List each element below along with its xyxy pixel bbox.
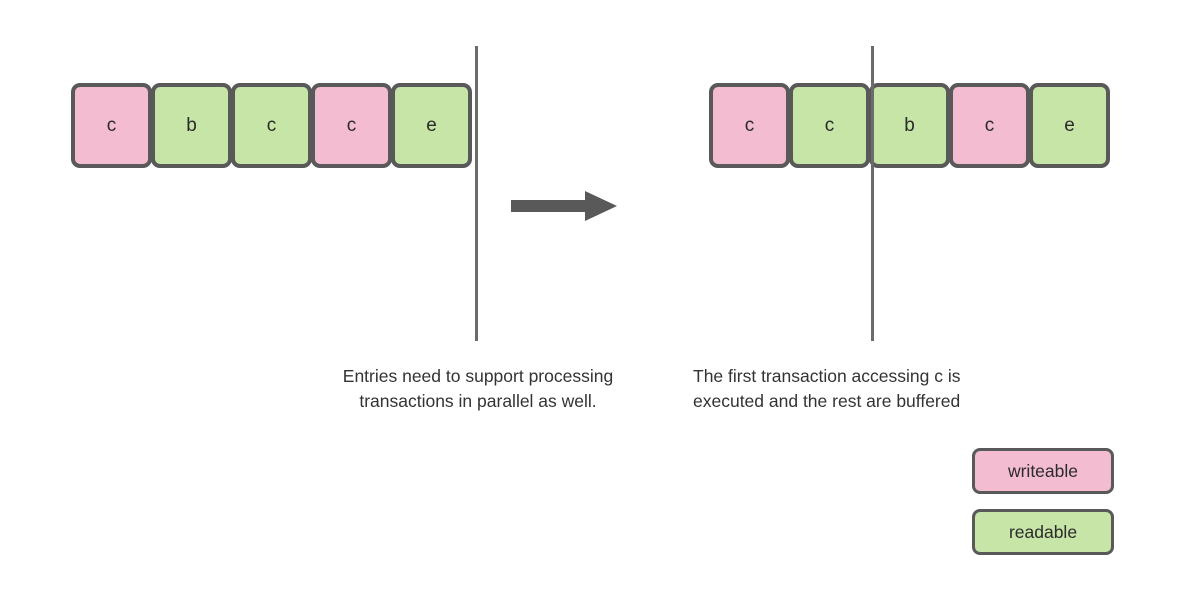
entry-box: c (71, 83, 152, 168)
entry-box: c (949, 83, 1030, 168)
left-caption: Entries need to support processing trans… (342, 366, 614, 411)
legend-item-readable: readable (972, 509, 1114, 555)
entry-box: e (391, 83, 472, 168)
entry-box: c (709, 83, 790, 168)
right-entry-row: c c b c e (709, 83, 1110, 168)
entry-box: c (311, 83, 392, 168)
right-caption: The first transaction accessing c is exe… (693, 366, 961, 411)
left-divider-line (475, 46, 478, 341)
left-entry-row: c b c c e (71, 83, 472, 168)
entry-box: b (869, 83, 950, 168)
entry-box: c (231, 83, 312, 168)
legend-item-writeable: writeable (972, 448, 1114, 494)
entry-box: e (1029, 83, 1110, 168)
right-arrow-icon (511, 191, 617, 221)
legend: writeable readable (972, 448, 1114, 570)
entry-box: c (789, 83, 870, 168)
entry-box: b (151, 83, 232, 168)
right-divider-line (871, 46, 874, 341)
